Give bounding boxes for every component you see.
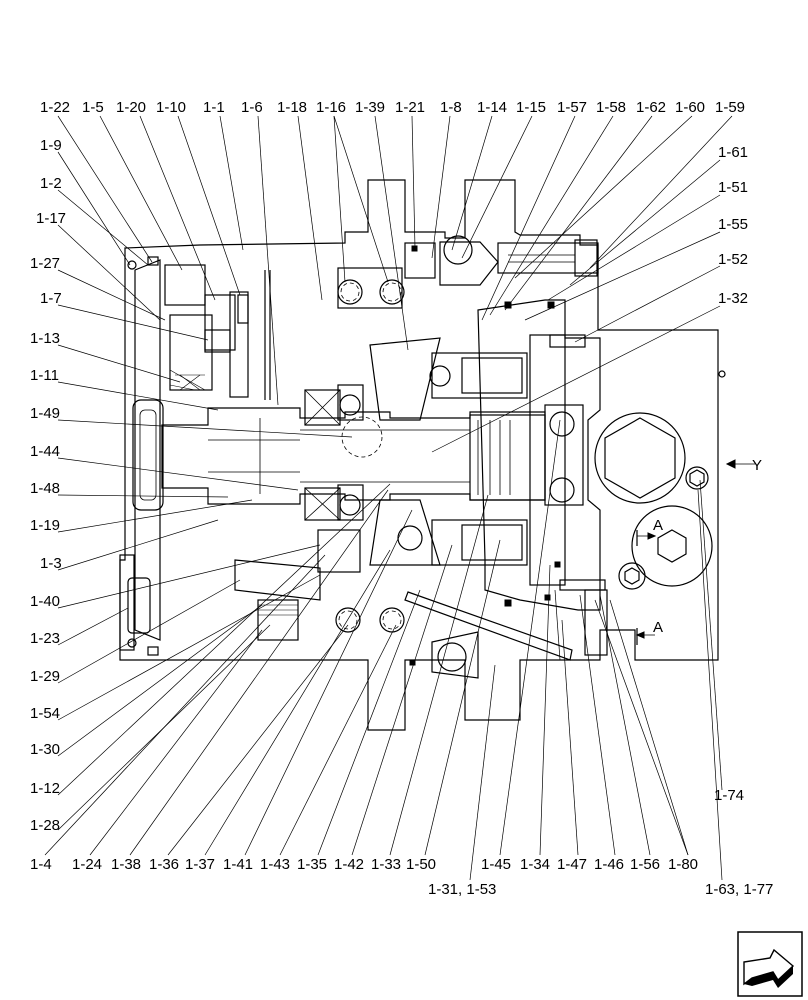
callout-label: 1-19 <box>30 517 60 534</box>
top-callouts: 1-22 1-5 1-20 1-10 1-1 1-6 1-18 1-16 1-3… <box>40 99 745 116</box>
callout-label: 1-55 <box>718 216 748 233</box>
callout-label: 1-13 <box>30 330 60 347</box>
leader-lines <box>44 115 733 881</box>
callout-label: 1-56 <box>630 856 660 873</box>
callout-label: 1-36 <box>149 856 179 873</box>
callout-label: 1-16 <box>316 99 346 116</box>
callout-label: 1-31, 1-53 <box>428 881 496 898</box>
left-callouts: 1-9 1-2 1-17 1-27 1-7 1-13 1-11 1-49 1-4… <box>30 137 66 834</box>
lower-callouts: 1-31, 1-53 1-63, 1-77 <box>428 881 773 898</box>
bottom-callouts: 1-4 1-24 1-38 1-36 1-37 1-41 1-43 1-35 1… <box>30 856 698 873</box>
swash-plate <box>369 337 441 421</box>
view-marks: Y A A <box>635 457 762 645</box>
view-mark-y: Y <box>752 457 762 474</box>
callout-label: 1-7 <box>40 290 62 307</box>
callout-label: 1-60 <box>675 99 705 116</box>
output-shaft <box>161 407 546 505</box>
callout-label: 1-35 <box>297 856 327 873</box>
callout-label: 1-61 <box>718 144 748 161</box>
callout-label: 1-14 <box>477 99 507 116</box>
callout-label: 1-40 <box>30 593 60 610</box>
assembly-drawing <box>119 179 726 731</box>
right-callouts: 1-61 1-51 1-55 1-52 1-32 1-74 <box>714 144 748 804</box>
callout-label: 1-9 <box>40 137 62 154</box>
callout-label: 1-38 <box>111 856 141 873</box>
callout-label: 1-23 <box>30 630 60 647</box>
callout-label: 1-15 <box>516 99 546 116</box>
callout-label: 1-29 <box>30 668 60 685</box>
callout-label: 1-8 <box>440 99 462 116</box>
callout-label: 1-41 <box>223 856 253 873</box>
callout-label: 1-21 <box>395 99 425 116</box>
callout-label: 1-47 <box>557 856 587 873</box>
callout-label: 1-50 <box>406 856 436 873</box>
callout-label: 1-48 <box>30 480 60 497</box>
callout-label: 1-18 <box>277 99 307 116</box>
callout-label: 1-52 <box>718 251 748 268</box>
callout-label: 1-6 <box>241 99 263 116</box>
callout-label: 1-12 <box>30 780 60 797</box>
callout-label: 1-51 <box>718 179 748 196</box>
callout-label: 1-28 <box>30 817 60 834</box>
view-mark-a-upper: A <box>653 517 663 534</box>
callout-label: 1-27 <box>30 255 60 272</box>
callout-label: 1-10 <box>156 99 186 116</box>
callout-label: 1-42 <box>334 856 364 873</box>
callout-label: 1-80 <box>668 856 698 873</box>
callout-label: 1-37 <box>185 856 215 873</box>
callout-label: 1-30 <box>30 741 60 758</box>
callout-label: 1-33 <box>371 856 401 873</box>
callout-label: 1-1 <box>203 99 225 116</box>
callout-label: 1-3 <box>40 555 62 572</box>
front-cover <box>134 259 161 641</box>
callout-label: 1-17 <box>36 210 66 227</box>
view-mark-a-lower: A <box>653 619 663 636</box>
callout-label: 1-59 <box>715 99 745 116</box>
callout-label: 1-58 <box>596 99 626 116</box>
callout-label: 1-20 <box>116 99 146 116</box>
callout-label: 1-46 <box>594 856 624 873</box>
seal-ring <box>132 399 164 511</box>
callout-label: 1-62 <box>636 99 666 116</box>
callout-label: 1-11 <box>30 367 59 384</box>
callout-label: 1-39 <box>355 99 385 116</box>
callout-label: 1-45 <box>481 856 511 873</box>
callout-label: 1-5 <box>82 99 104 116</box>
callout-label: 1-2 <box>40 175 62 192</box>
callout-label: 1-44 <box>30 443 60 460</box>
callout-label: 1-57 <box>557 99 587 116</box>
hex-plug <box>594 412 686 504</box>
callout-label: 1-4 <box>30 856 52 873</box>
callout-label: 1-24 <box>72 856 102 873</box>
callout-label: 1-49 <box>30 405 60 422</box>
next-page-arrow-icon[interactable] <box>737 931 803 997</box>
retaining-ring <box>119 554 135 651</box>
relief-valve-plug <box>631 505 713 587</box>
callout-label: 1-22 <box>40 99 70 116</box>
callout-label: 1-63, 1-77 <box>705 881 773 898</box>
callout-label: 1-43 <box>260 856 290 873</box>
callout-label: 1-32 <box>718 290 748 307</box>
callout-label: 1-54 <box>30 705 60 722</box>
callout-label: 1-34 <box>520 856 550 873</box>
rear-cover <box>477 299 601 611</box>
callout-label: 1-74 <box>714 787 744 804</box>
